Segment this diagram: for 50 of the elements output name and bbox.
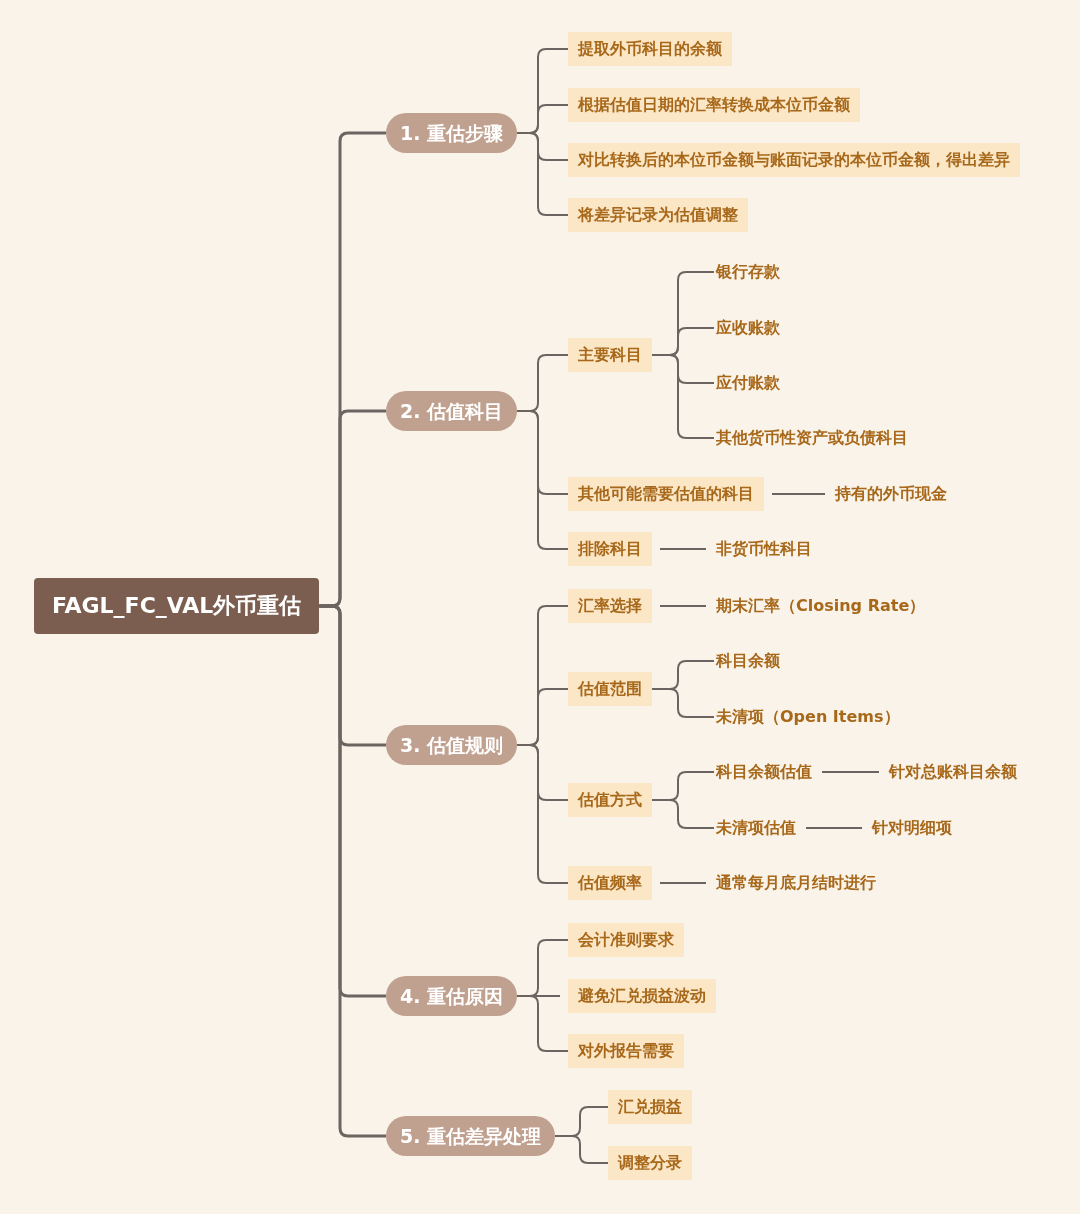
item-box: 汇率选择: [568, 589, 652, 623]
item-box: 估值方式: [568, 783, 652, 817]
connector-line: [651, 799, 715, 829]
topic-pill: 4. 重估原因: [386, 976, 518, 1016]
item-label: 未清项估值: [714, 815, 798, 841]
item-label: 未清项（Open Items）: [714, 704, 902, 730]
item-box: 根据估值日期的汇率转换成本位币金额: [568, 88, 860, 122]
connector-line: [554, 1135, 609, 1164]
item-label: 银行存款: [714, 259, 782, 285]
item-label: 持有的外币现金: [833, 481, 949, 507]
connector-line: [516, 132, 569, 216]
connector-line: [516, 995, 569, 1052]
item-label: 应收账款: [714, 315, 782, 341]
item-label: 通常每月底月结时进行: [714, 870, 878, 896]
topic-pill: 5. 重估差异处理: [386, 1116, 556, 1156]
item-box: 避免汇兑损益波动: [568, 979, 716, 1013]
topic-pill: 1. 重估步骤: [386, 113, 518, 153]
connector-line: [651, 354, 715, 439]
connector-line: [771, 493, 826, 495]
item-box: 汇兑损益: [608, 1090, 692, 1124]
item-box: 会计准则要求: [568, 923, 684, 957]
item-box: 将差异记录为估值调整: [568, 198, 748, 232]
connector-line: [821, 771, 880, 773]
item-label: 其他货币性资产或负债科目: [714, 425, 910, 451]
item-label: 非货币性科目: [714, 536, 814, 562]
connector-line: [805, 827, 863, 829]
item-label: 应付账款: [714, 370, 782, 396]
item-box: 估值范围: [568, 672, 652, 706]
item-label: 科目余额: [714, 648, 782, 674]
connector-line: [659, 605, 707, 607]
item-box: 对比转换后的本位币金额与账面记录的本位币金额，得出差异: [568, 143, 1020, 177]
item-label: 期末汇率（Closing Rate）: [714, 593, 928, 619]
connector-line: [659, 882, 707, 884]
connector-line: [659, 548, 707, 550]
item-box: 估值频率: [568, 866, 652, 900]
topic-pill: 3. 估值规则: [386, 725, 518, 765]
item-box: 其他可能需要估值的科目: [568, 477, 764, 511]
item-box: 提取外币科目的余额: [568, 32, 732, 66]
item-box: 调整分录: [608, 1146, 692, 1180]
item-label: 科目余额估值: [714, 759, 814, 785]
root-topic-box: FAGL_FC_VAL外币重估: [34, 578, 320, 634]
connector-line: [651, 688, 715, 718]
connector-line: [516, 744, 569, 884]
item-box: 主要科目: [568, 338, 652, 372]
item-box: 排除科目: [568, 532, 652, 566]
item-label: 针对总账科目余额: [887, 759, 1019, 785]
topic-pill: 2. 估值科目: [386, 391, 518, 431]
item-label: 针对明细项: [870, 815, 954, 841]
connector-line: [516, 410, 569, 550]
item-box: 对外报告需要: [568, 1034, 684, 1068]
